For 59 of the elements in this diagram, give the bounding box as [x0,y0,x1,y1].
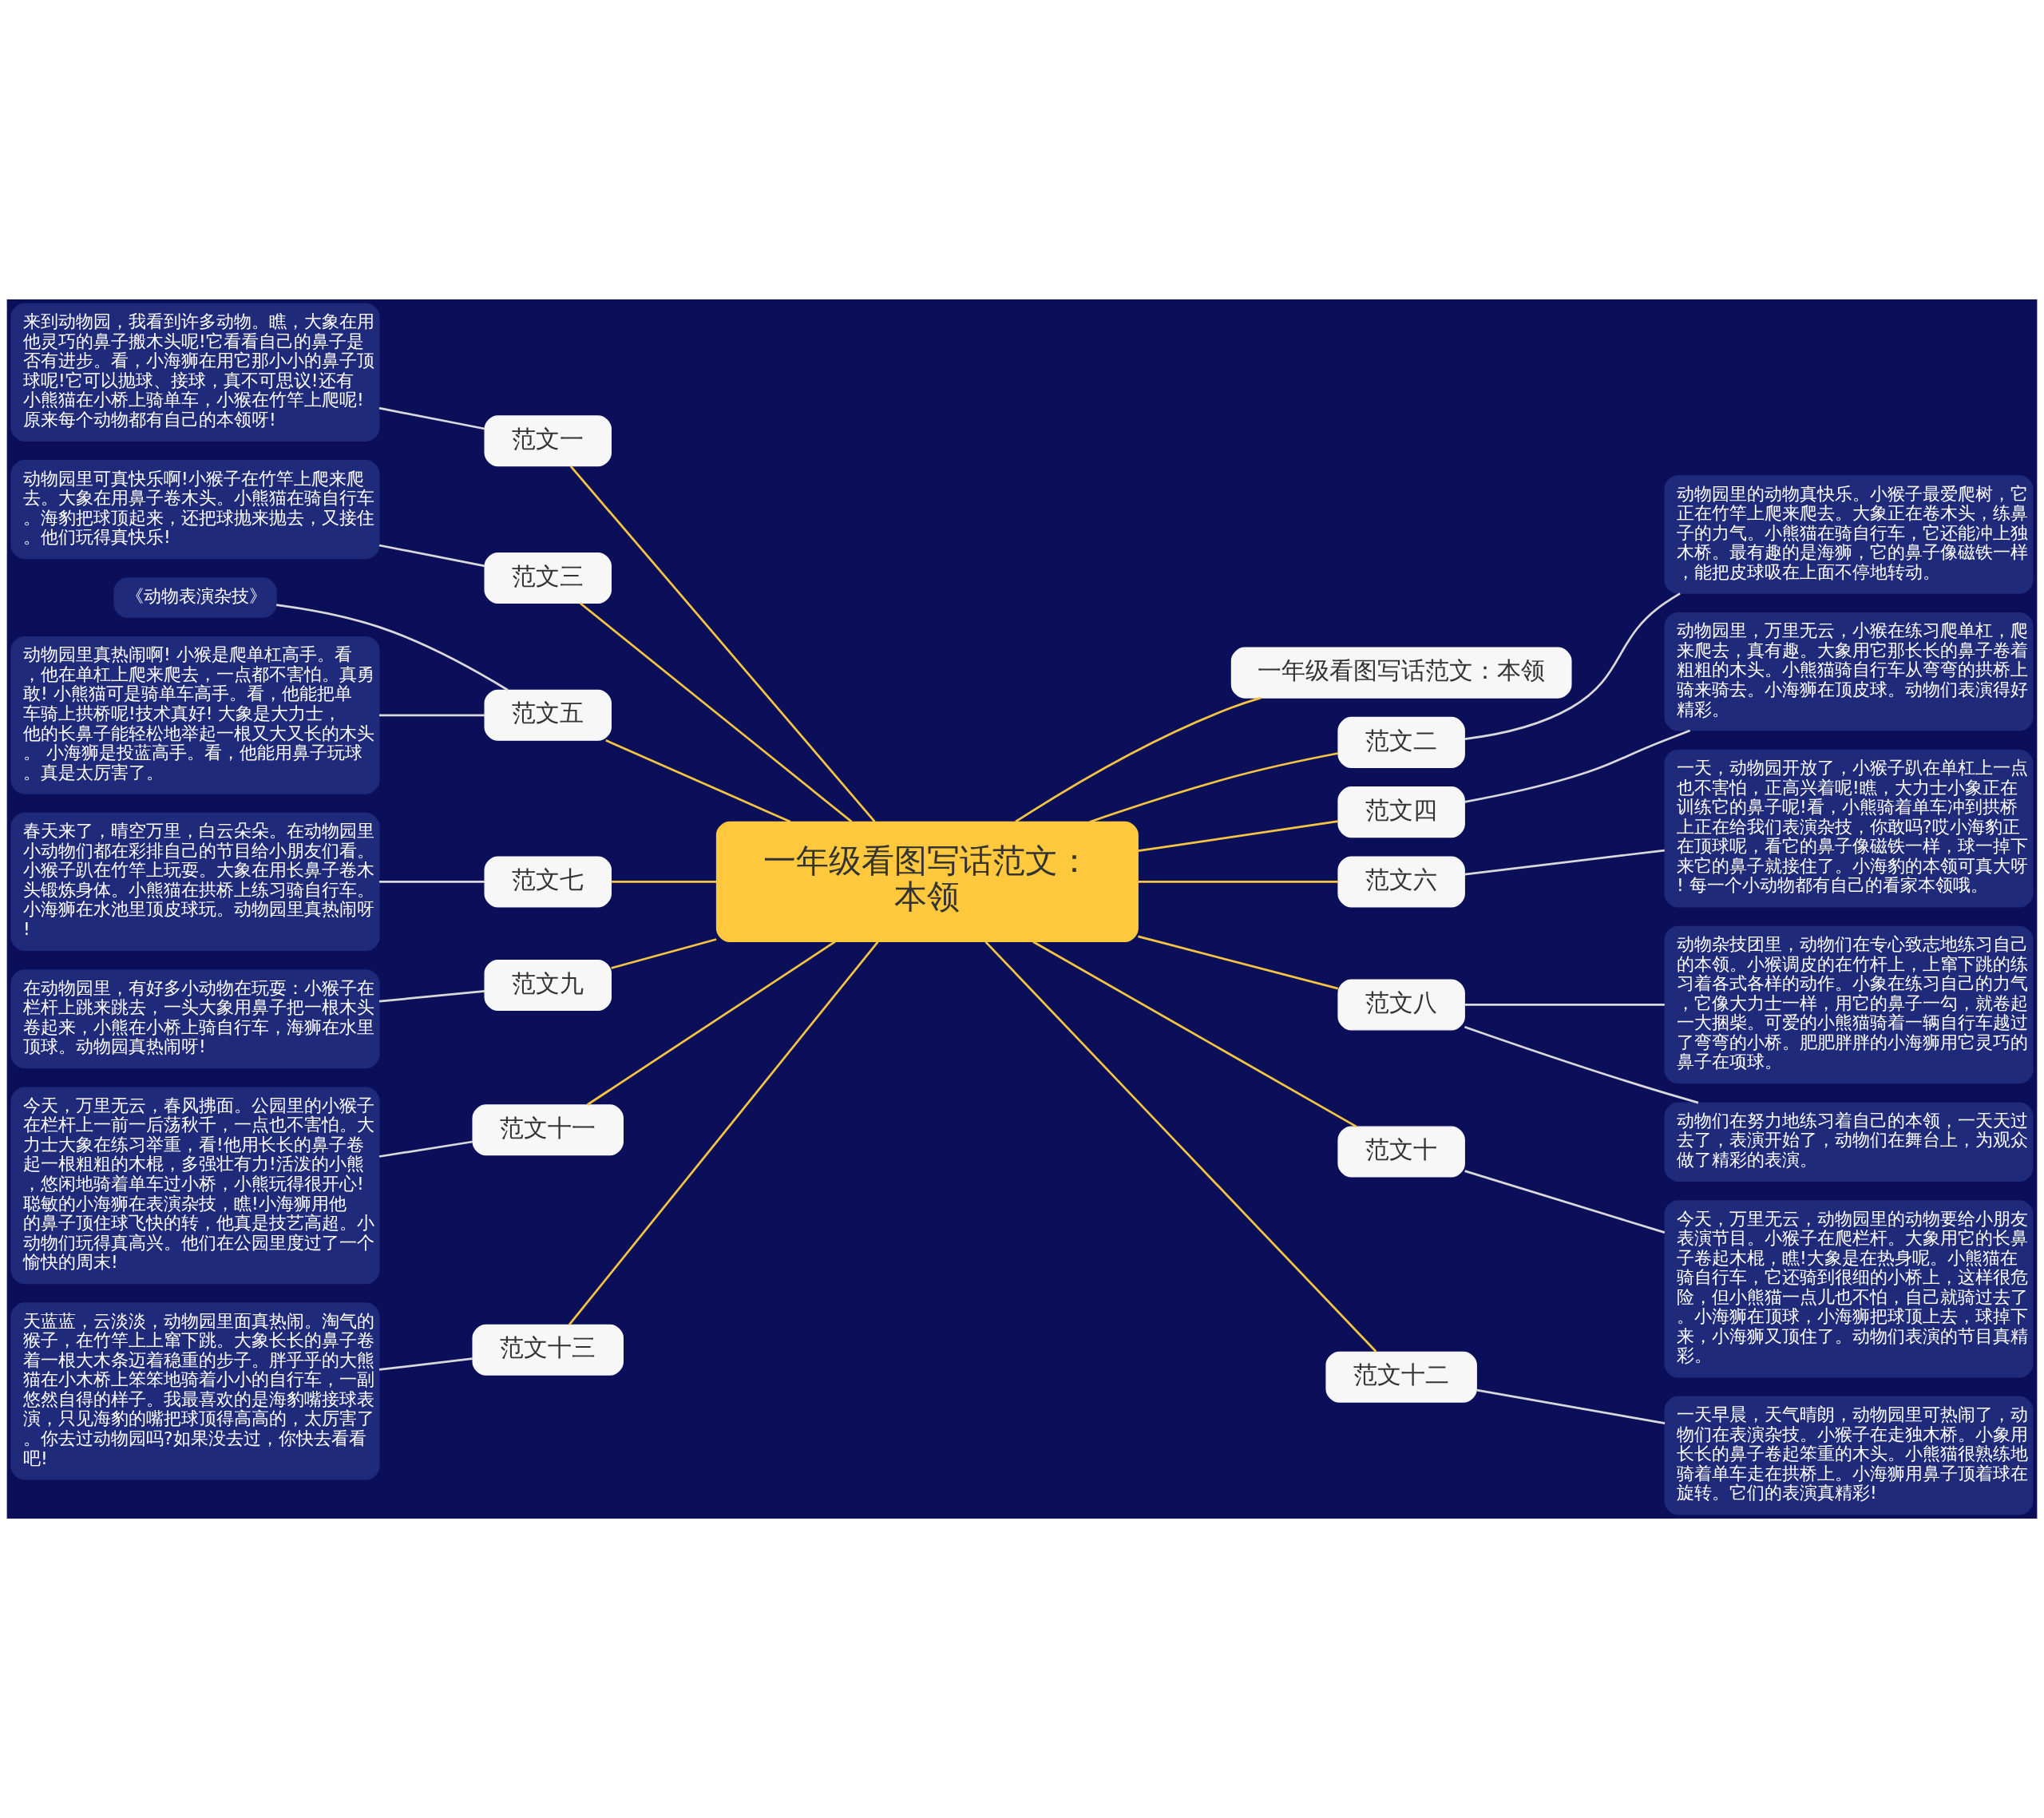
connector [1464,849,1665,876]
connector [605,739,791,823]
connector [1138,881,1338,883]
connector [569,465,876,822]
node-box: 来到动物园，我看到许多动物。瞧，大象在用他灵巧的鼻子搬木头呢!它看看自己的鼻子是否有进步。看，小海狮在用它那小小的鼻子顶球呢!它可以抛球、接球，真不可思议!还有小熊猫在小桥上骑单车，小猴在竹竿上爬呢!原来每个动物都有自己的本领呀! [10,303,380,442]
node-box: 一天早晨，天气晴朗，动物园里可热闹了，动物们在表演杂技。小猴子在走独木桥。小象用长长的鼻子卷起笨重的木头。小熊猫很熟练地骑着单车走在拱桥上。小海狮用鼻子顶着球在旋转。它们的表演真精彩! [1664,1396,2034,1515]
connector [1032,941,1357,1128]
node-box: 范文一 [484,415,612,467]
node-box: 范文七 [484,856,612,908]
connector [378,544,485,568]
connector [1138,935,1339,990]
connector [1476,1388,1666,1424]
connector [379,881,485,883]
connector [379,714,485,717]
connector [611,881,717,883]
node-box: 动物园里真热闹啊! 小猴是爬单杠高手。看，他在单杠上爬来爬去，一点都不害怕。真勇敢! 小熊猫可是骑单车高手。看，他能把单车骑上拱桥呢!技术真好! 大象是大力士，他的长鼻子能轻松地举起一根又大又长的木头。 小海狮是投蓝高手。看，他能用鼻子玩球。真是太厉害了。 [10,636,380,794]
node-box: 在动物园里，有好多小动物在玩耍：小猴子在栏杆上跳来跳去，一头大象用鼻子把一根木头卷起来，小熊在小桥上骑自行车，海狮在水里顶球。动物园真热闹呀! [10,969,380,1069]
node-box: 今天，万里无云，春风拂面。公园里的小猴子在栏杆上一前一后荡秋千，一点也不害怕。大力士大象在练习举重，看!他用长长的鼻子卷起一根粗粗的木棍，多强壮有力!活泼的小熊，悠闲地骑着单车过小桥，小熊玩得很开心! 聪敏的小海狮在表演杂技，瞧!小海狮用他的鼻子顶住球飞快的转，他真是技艺高超。小动物们玩得真高兴。他们在公园里度过了一个愉快的周末! [10,1087,380,1285]
connector [276,604,509,691]
connector [1464,1170,1666,1234]
node-box: 今天，万里无云，动物园里的动物要给小朋友表演节目。小猴子在爬栏杆。大象用它的长鼻子卷起木棍，瞧!大象是在热身呢。小熊猫在骑自行车，它还骑到很细的小桥上，这样很危险，但小熊猫一点儿也不怕，自己就骑过去了。小海狮在顶球，小海狮把球顶上去，球掉下来，小海狮又顶住了。动物们表演的节目真精彩。 [1664,1200,2034,1378]
node-box: 范文六 [1337,856,1465,908]
node-box: 动物们在努力地练习着自己的本领，一天天过去了，表演开始了，动物们在舞台上，为观众做了精彩的表演。 [1664,1102,2034,1182]
connector [568,941,879,1325]
node-box: 范文五 [484,689,612,741]
node-box: 范文十 [1337,1126,1465,1178]
node-box: 一年级看图写话范文：本领 [1230,647,1572,699]
connector [1464,729,1691,803]
node-box: 范文八 [1337,979,1465,1031]
node-box: 范文三 [484,553,612,604]
node-box: 范文十三 [472,1324,624,1376]
connector [586,941,836,1106]
connector [1089,752,1339,823]
connector [378,1140,473,1158]
node-box: 动物园里的动物真快乐。小猴子最爱爬树，它正在竹竿上爬来爬去。大象正在卷木头，练鼻子的力气。小熊猫在骑自行车，它还能冲上独木桥。最有趣的是海狮，它的鼻子像磁铁一样，能把皮球吸在上面不停地转动。 [1664,475,2034,594]
node-box: 春天来了，晴空万里，白云朵朵。在动物园里小动物们都在彩排自己的节目给小朋友们看。小猴子趴在竹竿上玩耍。大象在用长鼻子卷木头锻炼身体。小熊猫在拱桥上练习骑自行车。小海狮在水池里顶皮球玩。动物园里真热闹呀! [10,812,380,951]
node-box: 范文十一 [472,1104,624,1156]
node-box: 动物杂技团里，动物们在专心致志地练习自己的本领。小猴调皮的在竹杆上，上窜下跳的练习着各式各样的动作。小象在练习自己的力气，它像大力士一样，用它的鼻子一勾，就卷起一大捆柴。可爱的小熊猫骑着一辆自行车越过了弯弯的小桥。肥肥胖胖的小海狮用它灵巧的鼻子在项球。 [1664,925,2034,1084]
connector [1015,696,1262,823]
connector [611,938,717,969]
node-box: 范文九 [484,959,612,1011]
connector [1464,592,1681,740]
connector [579,602,853,823]
connector [1138,820,1339,852]
connector [378,990,485,1003]
connector [1464,1004,1665,1006]
node-box: 范文四 [1337,786,1465,838]
node-box: 动物园里可真快乐啊!小猴子在竹竿上爬来爬去。大象在用鼻子卷木头。小熊猫在骑自行车。海豹把球顶起来，还把球抛来抛去，又接住。他们玩得真快乐! [10,460,380,560]
connector [984,941,1377,1353]
node-box: 一天，动物园开放了，小猴子趴在单杠上一点也不害怕，正高兴着呢!瞧，大力士小象正在训练它的鼻子呢!看，小熊骑着单车冲到拱桥上正在给我们表演杂技，你敢吗?哎小海豹正在顶球呢，看它的鼻子像磁铁一样，球一掉下来它的鼻子就接住了。小海豹的本领可真大呀! 每一个小动物都有自己的看家本领哦。 [1664,749,2034,908]
node-box: 范文十二 [1325,1351,1477,1403]
connector [378,406,485,430]
node-box: 范文二 [1337,716,1465,768]
node-box: 《动物表演杂技》 [113,577,277,618]
connector [1464,1025,1699,1104]
node-box: 动物园里，万里无云，小猴在练习爬单杠，爬来爬去，真有趣。大象用它那长长的鼻子卷着粗粗的木头。小熊猫骑自行车从弯弯的拱桥上骑来骑去。小海狮在顶皮球。动物们表演得好精彩。 [1664,612,2034,731]
node-box: 一年级看图写话范文：本领 [715,821,1139,943]
node-box: 天蓝蓝，云淡淡，动物园里面真热闹。淘气的猴子，在竹竿上上窜下跳。大象长长的鼻子卷着一根大木条迈着稳重的步子。胖乎乎的大熊猫在小木桥上笨笨地骑着小小的自行车，一副悠然自得的样子。我最喜欢的是海豹嘴接球表演，只见海豹的嘴把球顶得高高的，太厉害了。你去过动物园吗?如果没去过，你快去看看吧! [10,1302,380,1480]
connector [378,1357,473,1371]
